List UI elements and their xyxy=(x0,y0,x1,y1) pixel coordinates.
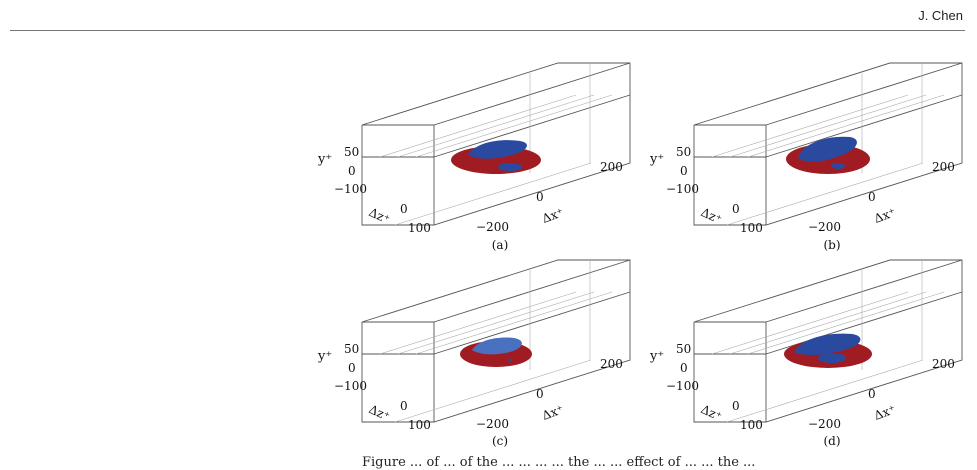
x-tick: 200 xyxy=(600,357,623,371)
y-tick: 0 xyxy=(348,361,356,375)
y-tick: 0 xyxy=(348,164,356,178)
panel-caption-b: (b) xyxy=(823,238,841,252)
z-tick: −100 xyxy=(334,379,367,393)
z-tick: −100 xyxy=(334,182,367,196)
x-axis-label: Δx⁺ xyxy=(872,205,897,226)
z-tick: 100 xyxy=(408,221,431,235)
negative-structure xyxy=(794,333,861,356)
x-axis-label: Δx⁺ xyxy=(540,205,565,226)
panel-caption-a: (a) xyxy=(491,238,509,252)
header-rule xyxy=(10,30,965,31)
z-axis-label: Δz⁺ xyxy=(367,402,392,424)
figure-caption-fragment: Figure ... of ... of the ... ... ... ...… xyxy=(362,455,756,470)
panel-b: y⁺ 50 0 −100 0 100 Δz⁺ 200 0 −200 Δx⁺ xyxy=(632,55,963,250)
x-tick: −200 xyxy=(808,417,841,431)
z-tick: 0 xyxy=(732,202,740,216)
z-axis-label: Δz⁺ xyxy=(699,205,724,227)
y-axis-label: y⁺ xyxy=(317,349,332,364)
x-tick: 0 xyxy=(536,190,544,204)
panel-d: y⁺ 50 0 −100 0 100 Δz⁺ 200 0 −200 Δx⁺ xyxy=(632,252,963,447)
z-tick: 100 xyxy=(408,418,431,432)
x-tick: −200 xyxy=(476,220,509,234)
y-tick: 0 xyxy=(680,164,688,178)
x-tick: −200 xyxy=(476,417,509,431)
y-tick: 50 xyxy=(344,342,359,356)
z-tick: 0 xyxy=(732,399,740,413)
y-tick: 50 xyxy=(344,145,359,159)
x-tick: 200 xyxy=(932,357,955,371)
y-axis-label: y⁺ xyxy=(317,152,332,167)
negative-structure-small xyxy=(831,163,845,169)
x-tick: 0 xyxy=(868,387,876,401)
negative-structure xyxy=(472,337,522,355)
negative-structure-small xyxy=(508,358,512,362)
panel-a: y⁺ 50 0 −100 0 100 Δz⁺ 200 0 −200 Δx⁺ xyxy=(300,55,631,250)
z-tick: 100 xyxy=(740,418,763,432)
x-tick: 200 xyxy=(932,160,955,174)
y-tick: 0 xyxy=(680,361,688,375)
z-axis-label: Δz⁺ xyxy=(367,205,392,227)
panel-c: y⁺ 50 0 −100 0 100 Δz⁺ 200 0 −200 Δx⁺ xyxy=(300,252,631,447)
z-axis-label: Δz⁺ xyxy=(699,402,724,424)
x-axis-label: Δx⁺ xyxy=(540,402,565,423)
x-tick: 200 xyxy=(600,160,623,174)
negative-structure xyxy=(798,136,857,162)
x-axis-label: Δx⁺ xyxy=(872,402,897,423)
y-axis-label: y⁺ xyxy=(649,152,664,167)
isosurface-plot-a: y⁺ 50 0 −100 0 100 Δz⁺ 200 0 −200 Δx⁺ xyxy=(317,62,631,235)
x-tick: 0 xyxy=(536,387,544,401)
z-tick: 0 xyxy=(400,202,408,216)
running-header-author: J. Chen xyxy=(918,8,963,23)
panel-caption-d: (d) xyxy=(823,434,841,448)
z-tick: −100 xyxy=(666,379,699,393)
isosurface-plot-d: y⁺ 50 0 −100 0 100 Δz⁺ 200 0 −200 Δx⁺ xyxy=(649,259,963,432)
y-tick: 50 xyxy=(676,342,691,356)
z-tick: 100 xyxy=(740,221,763,235)
isosurface-plot-b: y⁺ 50 0 −100 0 100 Δz⁺ 200 0 −200 Δx⁺ xyxy=(649,62,963,235)
isosurface-plot-c: y⁺ 50 0 −100 0 100 Δz⁺ 200 0 −200 Δx⁺ xyxy=(317,259,631,432)
z-tick: −100 xyxy=(666,182,699,196)
negative-structure-small xyxy=(498,163,522,171)
negative-structure-small xyxy=(818,353,846,363)
z-tick: 0 xyxy=(400,399,408,413)
panel-caption-c: (c) xyxy=(491,434,509,448)
x-tick: −200 xyxy=(808,220,841,234)
x-tick: 0 xyxy=(868,190,876,204)
y-axis-label: y⁺ xyxy=(649,349,664,364)
negative-structure xyxy=(468,140,527,159)
y-tick: 50 xyxy=(676,145,691,159)
